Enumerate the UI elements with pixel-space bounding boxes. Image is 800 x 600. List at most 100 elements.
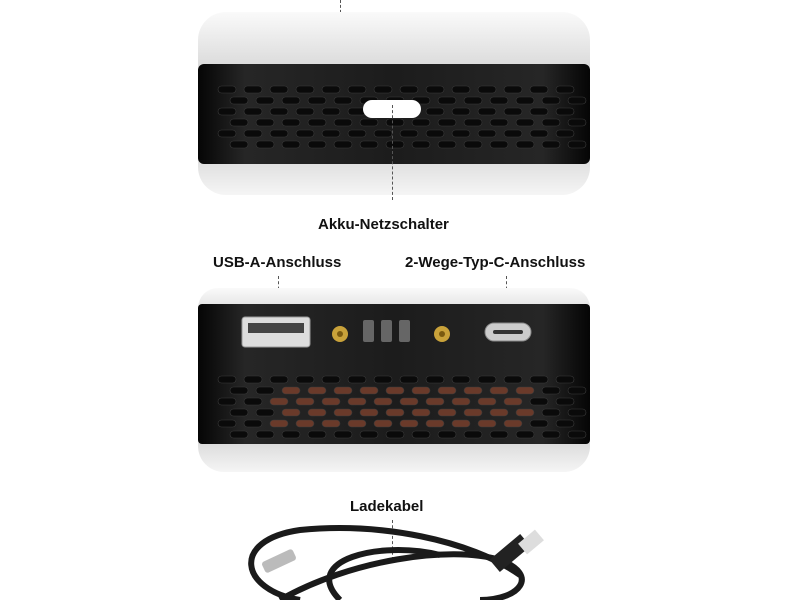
vent-hole	[321, 397, 341, 406]
vent-hole	[477, 85, 497, 94]
vent-hole	[333, 386, 353, 395]
vent-holes	[217, 85, 587, 149]
vent-hole	[541, 96, 561, 105]
vent-hole	[503, 129, 523, 138]
vent-hole	[555, 375, 575, 384]
vent-hole	[255, 386, 275, 395]
vent-hole	[477, 375, 497, 384]
vent-hole	[541, 386, 561, 395]
vent-hole	[515, 96, 535, 105]
vent-hole	[243, 129, 263, 138]
vent-hole	[321, 375, 341, 384]
vent-hole	[217, 129, 237, 138]
vent-hole	[463, 118, 483, 127]
vent-hole	[217, 375, 237, 384]
vent-hole	[269, 85, 289, 94]
vent-hole	[333, 408, 353, 417]
front-ports	[241, 316, 532, 348]
vent-hole	[567, 96, 587, 105]
vent-hole	[437, 386, 457, 395]
vent-hole	[399, 129, 419, 138]
vent-hole	[541, 140, 561, 149]
vent-hole	[229, 430, 249, 439]
vent-hole	[321, 85, 341, 94]
vent-hole	[347, 85, 367, 94]
vent-hole	[437, 140, 457, 149]
vent-hole	[295, 397, 315, 406]
vent-hole	[255, 140, 275, 149]
vent-hole	[385, 408, 405, 417]
vent-hole	[425, 85, 445, 94]
vent-hole	[503, 375, 523, 384]
vent-hole	[359, 386, 379, 395]
vent-hole	[477, 129, 497, 138]
vent-hole	[295, 129, 315, 138]
vent-hole	[217, 397, 237, 406]
vent-panel	[198, 64, 590, 164]
vent-hole	[399, 419, 419, 428]
vent-hole	[477, 107, 497, 116]
vent-hole	[489, 386, 509, 395]
vent-hole	[333, 430, 353, 439]
vent-hole	[269, 397, 289, 406]
vent-hole	[399, 375, 419, 384]
vent-hole	[385, 430, 405, 439]
vent-hole	[359, 408, 379, 417]
vent-hole	[567, 408, 587, 417]
vent-hole	[295, 107, 315, 116]
vent-hole	[333, 96, 353, 105]
vent-hole	[437, 96, 457, 105]
vent-holes	[217, 375, 587, 439]
vent-hole	[555, 397, 575, 406]
vent-hole	[515, 386, 535, 395]
cable-label: Ladekabel	[350, 498, 424, 515]
vent-hole	[385, 140, 405, 149]
vent-hole	[463, 140, 483, 149]
vent-hole	[425, 375, 445, 384]
vent-hole	[359, 430, 379, 439]
vent-hole	[541, 408, 561, 417]
vent-hole	[489, 96, 509, 105]
vent-hole	[385, 118, 405, 127]
vent-hole	[255, 430, 275, 439]
vent-hole	[463, 408, 483, 417]
vent-hole	[515, 118, 535, 127]
vent-hole	[555, 85, 575, 94]
vent-hole	[217, 85, 237, 94]
vent-hole	[463, 386, 483, 395]
vent-hole	[567, 140, 587, 149]
vent-hole	[529, 419, 549, 428]
vent-hole	[229, 96, 249, 105]
vent-hole	[451, 85, 471, 94]
vent-hole	[451, 397, 471, 406]
vent-hole	[347, 419, 367, 428]
vent-hole	[541, 430, 561, 439]
vent-hole	[373, 375, 393, 384]
vent-hole	[255, 96, 275, 105]
vent-hole	[281, 408, 301, 417]
vent-hole	[373, 129, 393, 138]
vent-hole	[555, 129, 575, 138]
vent-hole	[269, 107, 289, 116]
vent-hole	[347, 129, 367, 138]
vent-hole	[307, 140, 327, 149]
vent-hole	[567, 430, 587, 439]
vent-hole	[489, 140, 509, 149]
power-bank-front-view	[198, 288, 590, 472]
vent-hole	[229, 140, 249, 149]
vent-hole	[359, 118, 379, 127]
power-switch-label: Akku-Netzschalter	[318, 216, 449, 233]
vent-hole	[229, 118, 249, 127]
vent-hole	[477, 419, 497, 428]
vent-hole	[307, 118, 327, 127]
power-bank-top-view	[198, 12, 590, 195]
vent-hole	[307, 430, 327, 439]
vent-hole	[373, 397, 393, 406]
power-switch-leader-line	[392, 105, 393, 200]
vent-hole	[451, 129, 471, 138]
vent-hole	[321, 419, 341, 428]
vent-hole	[229, 386, 249, 395]
vent-hole	[515, 430, 535, 439]
vent-hole	[281, 96, 301, 105]
vent-hole	[281, 430, 301, 439]
